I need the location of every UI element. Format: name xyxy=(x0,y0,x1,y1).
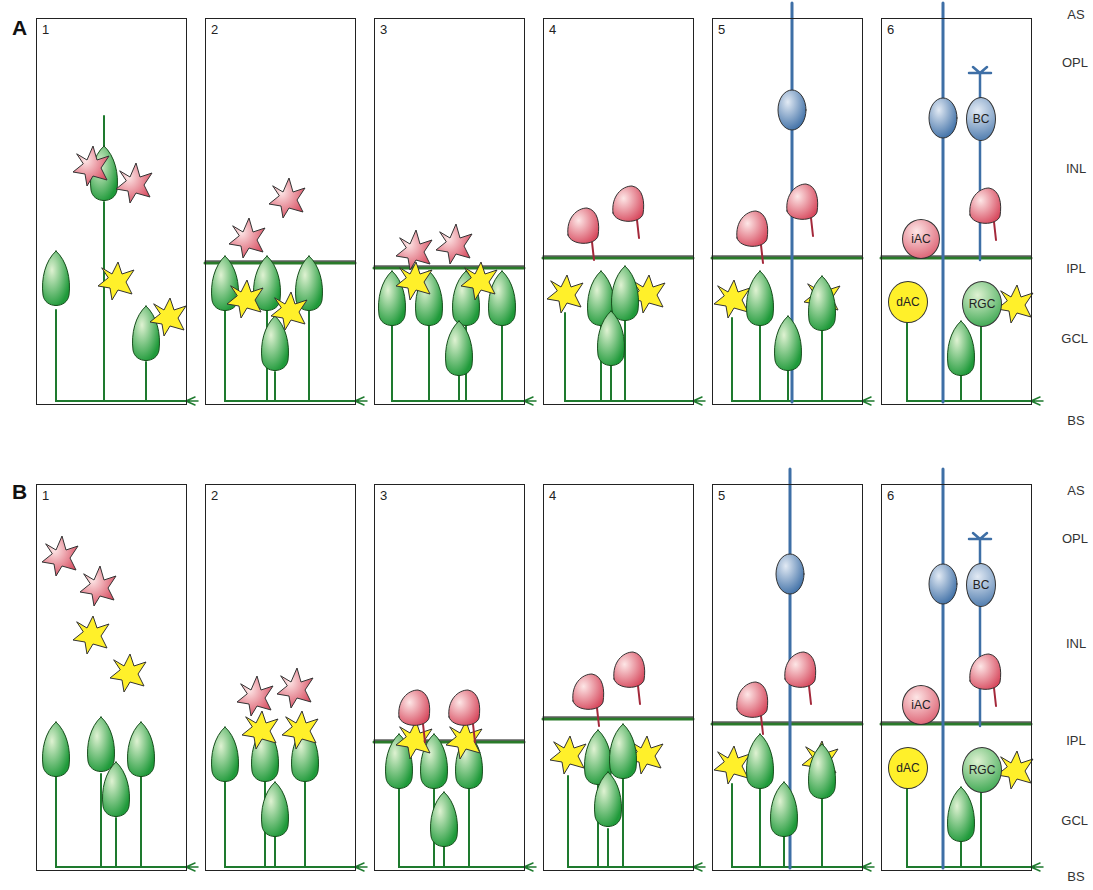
panel-number: 5 xyxy=(718,22,725,37)
ganglion-cell: RGC xyxy=(962,747,1002,793)
layer-label: AS xyxy=(1067,7,1084,22)
cell-label: RGC xyxy=(969,297,996,311)
stage-panel: 6BC iAC dAC RGC xyxy=(881,484,1032,871)
layer-label: IPL xyxy=(1066,261,1086,276)
cell-label: dAC xyxy=(896,761,919,775)
stage-panel: 1 xyxy=(36,18,187,405)
panel-number: 6 xyxy=(887,488,894,503)
layer-label: OPL xyxy=(1062,531,1088,546)
panel-number: 5 xyxy=(718,488,725,503)
bipolar-cell: BC xyxy=(966,563,996,607)
displaced-amacrine-cell: dAC xyxy=(888,747,928,789)
ganglion-cell: RGC xyxy=(962,281,1002,327)
panel-number: 3 xyxy=(380,488,387,503)
layer-label: BS xyxy=(1067,869,1084,884)
amacrine-cell: iAC xyxy=(902,219,940,259)
stage-panel: 5 xyxy=(712,484,863,871)
cell-label: iAC xyxy=(911,698,930,712)
layer-label: BS xyxy=(1067,413,1084,428)
bipolar-cell: BC xyxy=(966,97,996,141)
panel-number: 1 xyxy=(42,488,49,503)
cell-label: RGC xyxy=(969,763,996,777)
cell-label: BC xyxy=(973,112,990,126)
layer-label: INL xyxy=(1066,161,1086,176)
stage-panel: 2 xyxy=(205,18,356,405)
stage-panel: 5 xyxy=(712,18,863,405)
layer-label: OPL xyxy=(1062,55,1088,70)
layer-label: GCL xyxy=(1061,331,1088,346)
layer-label: AS xyxy=(1067,483,1084,498)
stage-panel: 3 xyxy=(374,484,525,871)
layer-label: INL xyxy=(1066,636,1086,651)
panel-letter: A xyxy=(12,16,27,40)
stage-panel: 6BC iAC dAC RGC xyxy=(881,18,1032,405)
panel-number: 2 xyxy=(211,488,218,503)
stage-panel: 2 xyxy=(205,484,356,871)
panel-number: 1 xyxy=(42,22,49,37)
panel-number: 3 xyxy=(380,22,387,37)
stage-panel: 4 xyxy=(543,18,694,405)
amacrine-cell: iAC xyxy=(902,685,940,725)
panel-number: 2 xyxy=(211,22,218,37)
cell-label: BC xyxy=(973,578,990,592)
stage-panel: 3 xyxy=(374,18,525,405)
panel-number: 4 xyxy=(549,488,556,503)
panel-number: 6 xyxy=(887,22,894,37)
stage-panel: 1 xyxy=(36,484,187,871)
layer-label: GCL xyxy=(1061,813,1088,828)
cell-label: dAC xyxy=(896,295,919,309)
panel-number: 4 xyxy=(549,22,556,37)
layer-label: IPL xyxy=(1066,733,1086,748)
displaced-amacrine-cell: dAC xyxy=(888,281,928,323)
cell-label: iAC xyxy=(911,232,930,246)
stage-panel: 4 xyxy=(543,484,694,871)
panel-letter: B xyxy=(12,480,27,504)
